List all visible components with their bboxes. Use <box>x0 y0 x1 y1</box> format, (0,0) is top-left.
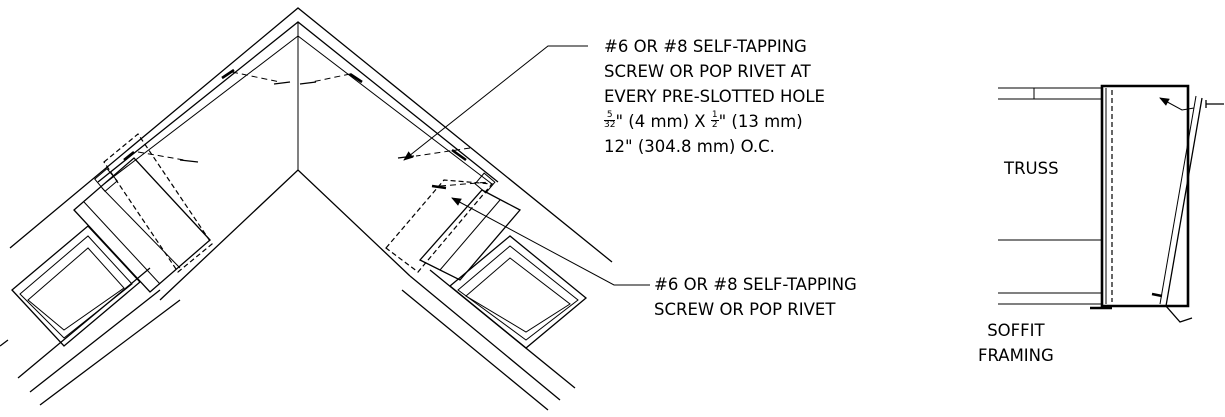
soffit-framing-label: SOFFIT FRAMING <box>978 318 1054 368</box>
callout-top-text: #6 OR #8 SELF-TAPPING SCREW OR POP RIVET… <box>604 34 825 159</box>
soffit-label-line1: SOFFIT <box>987 321 1045 340</box>
callout-mid-line2: SCREW OR POP RIVET <box>654 300 836 319</box>
soffit-section-view <box>998 84 1224 323</box>
callout-top-line2: SCREW OR POP RIVET AT <box>604 62 811 81</box>
callout-top-line1: #6 OR #8 SELF-TAPPING <box>604 37 807 56</box>
callout-mid-line1: #6 OR #8 SELF-TAPPING <box>654 275 857 294</box>
callout-top-spacing: 12" (304.8 mm) O.C. <box>604 137 775 156</box>
corner-plan-view <box>0 7 613 411</box>
callout-mid-text: #6 OR #8 SELF-TAPPING SCREW OR POP RIVET <box>654 272 857 322</box>
callout-top-line3: EVERY PRE-SLOTTED HOLE <box>604 87 825 106</box>
screw-icon <box>137 71 471 163</box>
truss-label: TRUSS <box>1004 159 1059 178</box>
soffit-label-line2: FRAMING <box>978 346 1054 365</box>
callout-leaders <box>403 45 650 286</box>
screw-icon <box>1205 100 1224 108</box>
